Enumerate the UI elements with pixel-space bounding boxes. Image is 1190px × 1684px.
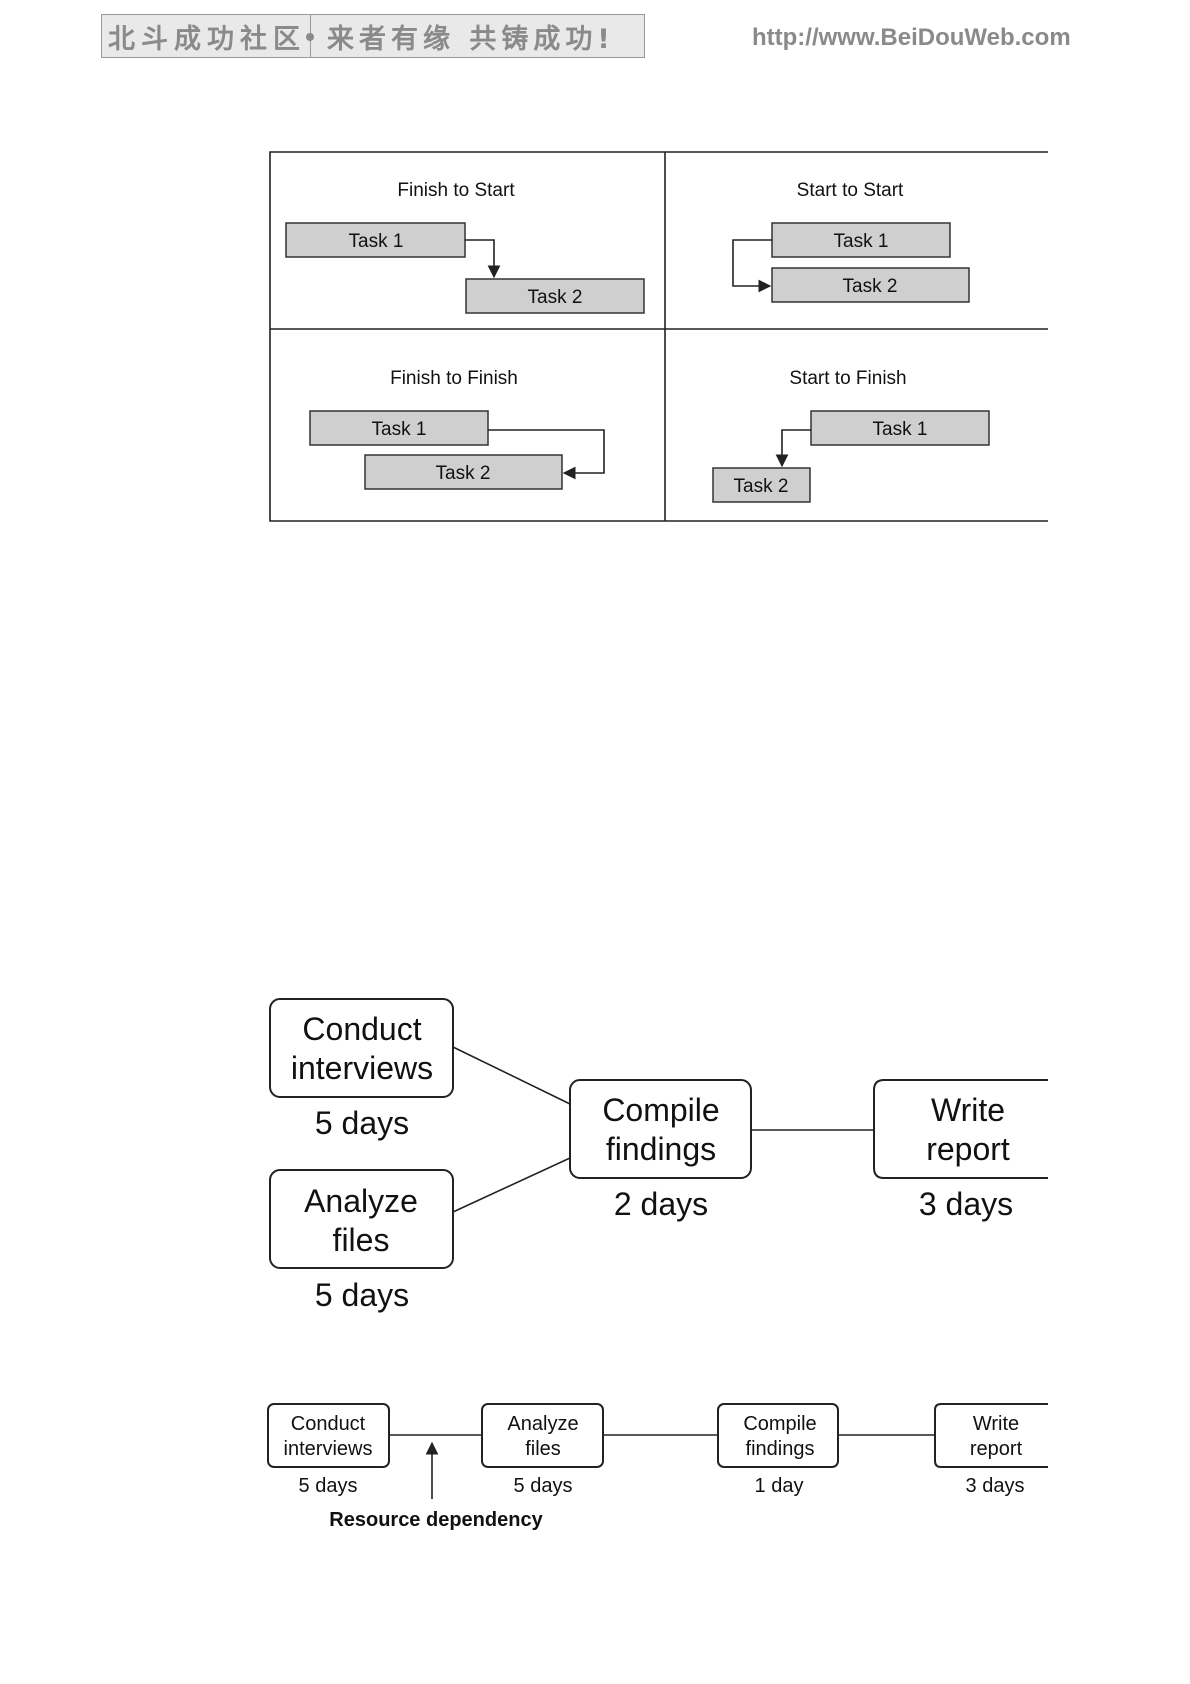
node-label-line2: findings — [746, 1438, 815, 1460]
node-label-line2: report — [926, 1131, 1010, 1167]
node-write-report: Write report 3 days — [873, 1079, 1048, 1222]
network-diagram: Conduct interviews 5 days Analyze files … — [269, 998, 1048, 1313]
dependency-types-grid: Finish to Start Task 1 Task 2 Start to S… — [269, 151, 1048, 522]
node-label-line2: report — [970, 1438, 1023, 1460]
resource-dependency-label: Resource dependency — [329, 1509, 543, 1531]
panel-start-to-finish: Start to Finish Task 1 Task 2 — [712, 368, 990, 503]
node-duration: 1 day — [755, 1475, 804, 1497]
node-duration: 5 days — [514, 1475, 573, 1497]
node-box — [267, 1403, 390, 1468]
node-box — [873, 1079, 1048, 1179]
node-label-line1: Compile — [743, 1413, 816, 1435]
banner-right-text: 来者有缘 共铸成功! — [327, 23, 615, 55]
node-label-line1: Compile — [602, 1092, 719, 1128]
node-label-line2: findings — [606, 1131, 716, 1167]
node-label-line2: files — [525, 1438, 561, 1460]
node-duration: 3 days — [919, 1186, 1013, 1222]
node-duration: 5 days — [299, 1475, 358, 1497]
task1-label: Task 1 — [834, 231, 889, 252]
node-box — [717, 1403, 839, 1468]
connector-line — [452, 1046, 571, 1105]
task2-label: Task 2 — [436, 463, 491, 484]
node-label-line1: Analyze — [507, 1413, 578, 1435]
panel-title: Start to Start — [797, 180, 904, 201]
node-box — [269, 998, 454, 1098]
chain-node-analyze-files: Analyze files 5 days — [481, 1403, 604, 1497]
task1-label: Task 1 — [873, 419, 928, 440]
panel-title: Finish to Start — [397, 180, 515, 201]
node-duration: 2 days — [614, 1186, 708, 1222]
node-label-line2: files — [333, 1222, 390, 1258]
node-box — [269, 1169, 454, 1269]
node-duration: 3 days — [966, 1475, 1025, 1497]
dependency-arrow — [732, 239, 772, 293]
node-conduct-interviews: Conduct interviews 5 days — [269, 998, 454, 1141]
node-duration: 5 days — [315, 1277, 409, 1313]
node-duration: 5 days — [315, 1105, 409, 1141]
node-label-line1: Analyze — [304, 1183, 418, 1219]
node-box — [934, 1403, 1048, 1468]
site-url: http://www.BeiDouWeb.com — [752, 24, 1071, 51]
task1-bar — [309, 410, 489, 446]
task1-bar — [285, 222, 466, 258]
banner-dot-icon — [306, 33, 314, 41]
task2-label: Task 2 — [843, 276, 898, 297]
node-label-line1: Conduct — [302, 1011, 421, 1047]
task1-label: Task 1 — [349, 231, 404, 252]
panel-title: Start to Finish — [789, 368, 906, 389]
task2-bar — [465, 278, 645, 314]
banner-separator — [306, 15, 314, 57]
task1-bar — [810, 410, 990, 446]
dependency-arrow — [465, 239, 501, 279]
panel-finish-to-start: Finish to Start Task 1 Task 2 — [285, 180, 645, 314]
node-label-line1: Conduct — [291, 1413, 366, 1435]
chain-node-write-report: Write report 3 days — [934, 1403, 1048, 1497]
grid-frame — [269, 151, 1048, 522]
node-label-line1: Write — [973, 1413, 1019, 1435]
task2-bar — [771, 267, 970, 303]
node-box — [569, 1079, 752, 1179]
node-box — [481, 1403, 604, 1468]
node-label-line2: interviews — [291, 1050, 433, 1086]
task2-bar — [712, 467, 811, 503]
panel-title: Finish to Finish — [390, 368, 518, 389]
chain-node-compile-findings: Compile findings 1 day — [717, 1403, 839, 1497]
node-label-line2: interviews — [284, 1438, 373, 1460]
task2-bar — [364, 454, 563, 490]
resource-dependency-chain: Conduct interviews 5 days Analyze files … — [267, 1403, 1048, 1531]
task2-label: Task 2 — [528, 287, 583, 308]
dependency-arrow — [775, 429, 811, 468]
panel-start-to-start: Start to Start Task 1 Task 2 — [732, 180, 970, 303]
banner-left-text: 北斗成功社区 — [108, 23, 306, 55]
header-banner: 北斗成功社区 来者有缘 共铸成功! — [101, 14, 645, 58]
node-analyze-files: Analyze files 5 days — [269, 1169, 454, 1313]
panel-finish-to-finish: Finish to Finish Task 1 Task 2 — [309, 368, 605, 490]
node-compile-findings: Compile findings 2 days — [569, 1079, 752, 1222]
dependency-arrow — [488, 429, 605, 480]
connector-line — [452, 1157, 571, 1213]
task1-label: Task 1 — [372, 419, 427, 440]
task2-label: Task 2 — [734, 476, 789, 497]
node-label-line1: Write — [931, 1092, 1005, 1128]
chain-node-conduct-interviews: Conduct interviews 5 days — [267, 1403, 390, 1497]
